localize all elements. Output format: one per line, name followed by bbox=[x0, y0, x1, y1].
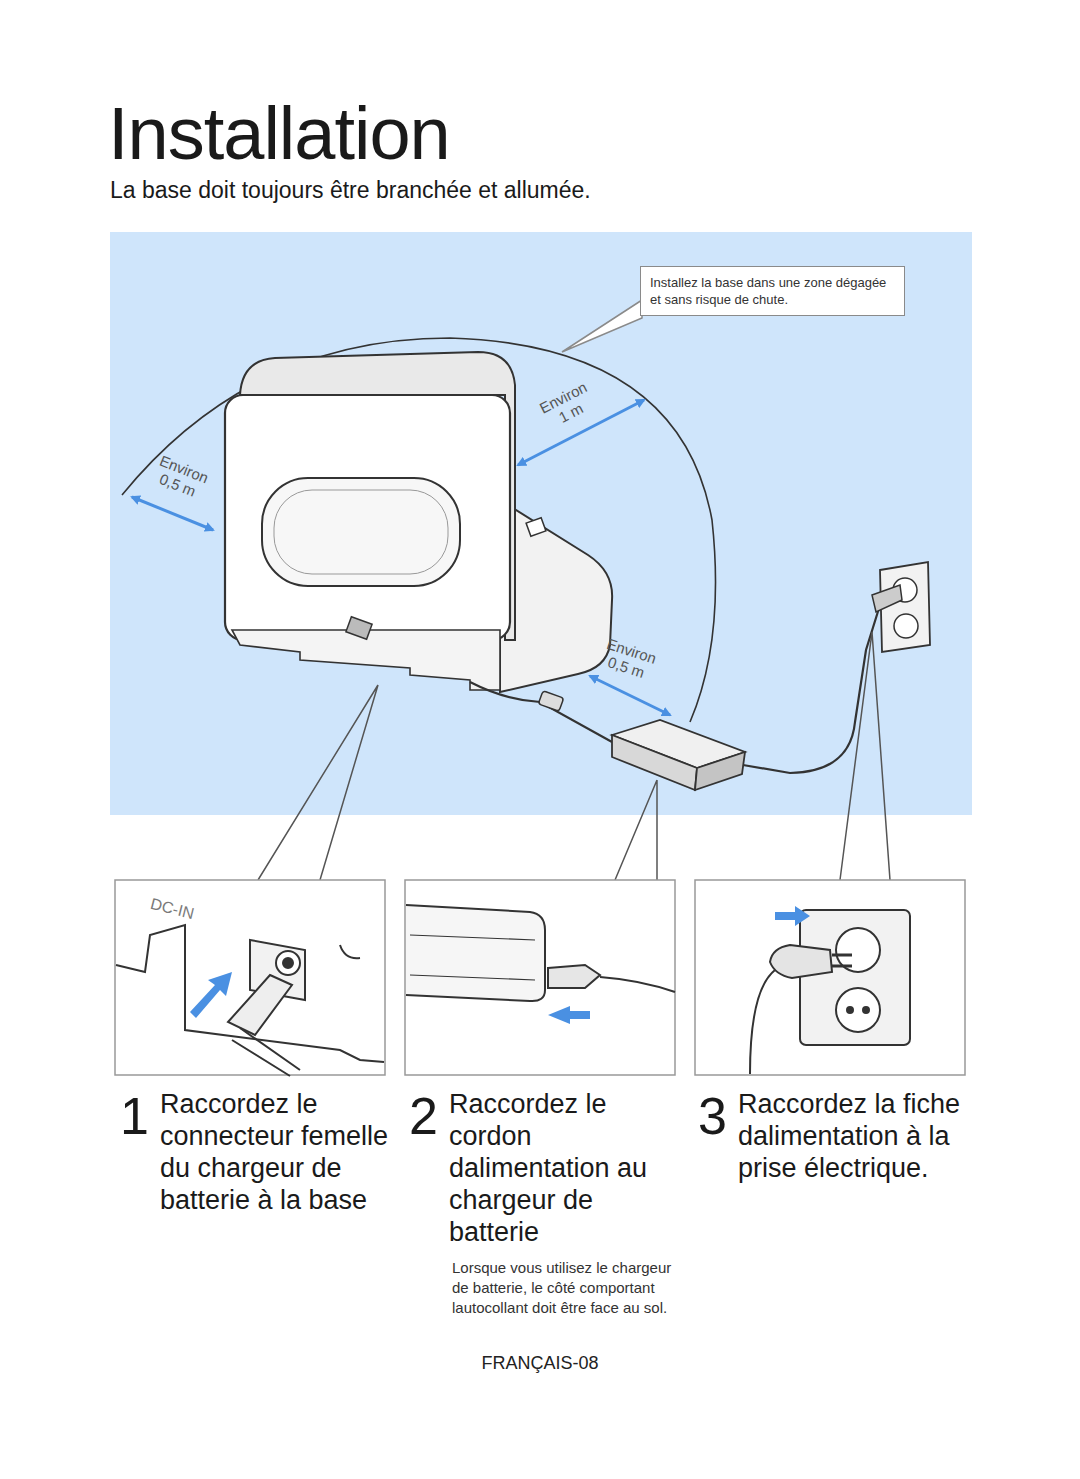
dc-cable bbox=[470, 682, 612, 742]
callout-text: Installez la base dans une zone dégagée … bbox=[650, 274, 895, 308]
inset-panels bbox=[115, 880, 965, 1075]
power-cord bbox=[743, 605, 880, 773]
step-text: Raccordez le cordon dalimentation au cha… bbox=[449, 1088, 685, 1248]
dimension-arrow bbox=[590, 676, 670, 715]
subtitle: La base doit toujours être branchée et a… bbox=[110, 176, 591, 204]
socket-inset bbox=[750, 910, 910, 1074]
floor-area bbox=[110, 232, 972, 815]
callout-pointer bbox=[562, 300, 642, 352]
dc-in-inset bbox=[116, 925, 384, 1076]
direction-arrow bbox=[190, 972, 232, 1018]
direction-arrow bbox=[775, 906, 810, 926]
clearance-arc bbox=[122, 338, 716, 722]
page-title: Installation bbox=[108, 92, 450, 176]
step-number: 1 bbox=[120, 1088, 149, 1144]
step-text: Raccordez le connecteur femelle du charg… bbox=[160, 1088, 398, 1216]
step-text: Raccordez la fiche dalimentation à la pr… bbox=[738, 1088, 978, 1184]
wall-socket bbox=[872, 562, 930, 652]
ferrite-core bbox=[538, 691, 563, 712]
direction-arrow bbox=[548, 1006, 590, 1024]
step-number: 2 bbox=[409, 1088, 438, 1144]
charger-inset bbox=[406, 905, 675, 1001]
page-footer: FRANÇAIS-08 bbox=[440, 1352, 640, 1374]
dimension-arrow bbox=[132, 497, 213, 530]
step-number: 3 bbox=[698, 1088, 727, 1144]
charging-base bbox=[225, 352, 612, 692]
callout-box: Installez la base dans une zone dégagée … bbox=[640, 266, 905, 316]
battery-charger bbox=[612, 720, 745, 790]
note-text: Lorsque vous utilisez le chargeur de bat… bbox=[452, 1258, 680, 1318]
leader-lines bbox=[258, 632, 890, 880]
